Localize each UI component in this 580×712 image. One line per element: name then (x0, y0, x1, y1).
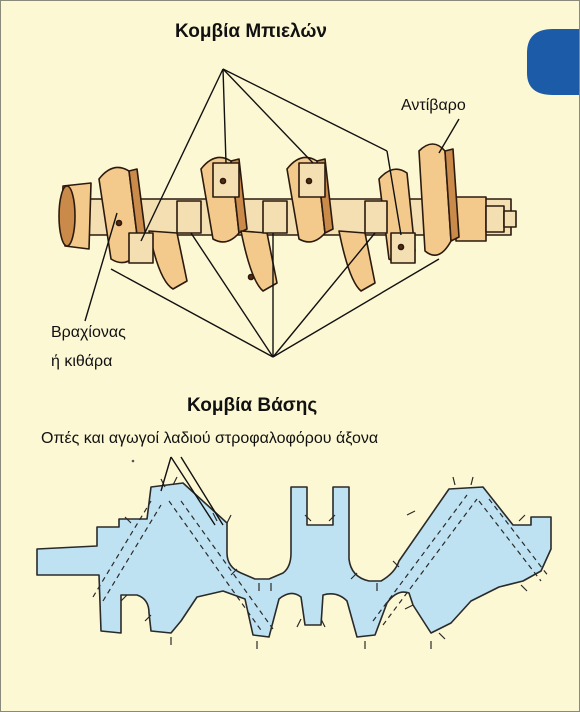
label-arm-line1: Βραχίονας (51, 324, 126, 342)
section-outline (37, 483, 551, 637)
label-conrod-journals: Κομβία Μπιελών (175, 21, 327, 43)
main-journal (177, 201, 201, 233)
label-counterweight: Αντίβαρο (401, 97, 466, 115)
crankshaft-drawing (59, 144, 516, 291)
crank-web (241, 231, 277, 291)
main-journal (263, 201, 287, 233)
crank-web (149, 231, 187, 289)
label-oil-passages: Οπές και αγωγοί λαδιού στροφαλοφόρου άξο… (41, 430, 378, 448)
leader-line-counterweight (439, 119, 459, 153)
label-arm-line2: ή κιθάρα (51, 353, 112, 371)
rod-journal (129, 233, 153, 263)
corner-tab (527, 29, 579, 95)
main-journal (365, 201, 387, 233)
label-main-journals: Κομβία Βάσης (187, 395, 317, 417)
crankshaft-cross-section (37, 457, 551, 649)
